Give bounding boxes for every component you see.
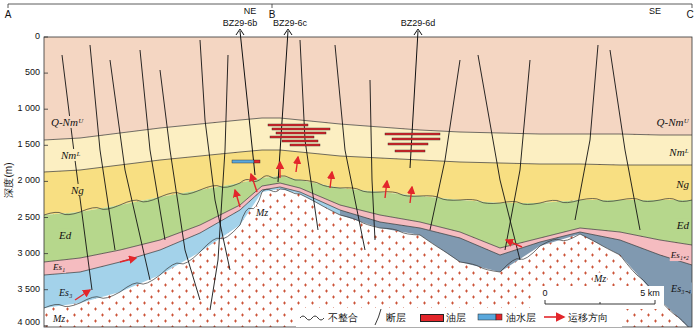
formation-label: Mz <box>255 207 269 218</box>
migration-arrow <box>235 190 240 207</box>
q-nm-layer <box>44 37 692 140</box>
section-end: A <box>5 9 12 20</box>
well-name: BZ29-6d <box>401 19 436 29</box>
layer-boundary <box>44 176 692 215</box>
formation-label: Q-Nmᵁ <box>50 116 84 128</box>
fault-line <box>62 55 92 290</box>
direction-label: SE <box>649 7 661 17</box>
depth-tick: 2 000 <box>17 176 40 186</box>
layer-boundary <box>44 189 692 327</box>
legend-text: 不整合 <box>328 312 358 323</box>
formation-label: Es₁₊₂ <box>670 251 690 261</box>
migration-arrow <box>410 187 412 203</box>
oil-layer <box>388 143 428 145</box>
layer-boundary <box>44 183 692 262</box>
formation-label: Ed <box>676 219 690 231</box>
axis-tick <box>44 181 48 182</box>
legend-text: 油层 <box>446 312 466 323</box>
depth-tick: 3 500 <box>17 285 40 295</box>
es3-layer <box>44 187 340 308</box>
fault-line <box>610 50 640 230</box>
axis-tick <box>44 325 48 326</box>
direction-label: NE <box>244 7 257 17</box>
axis-tick <box>44 289 48 290</box>
fault-line <box>300 40 318 230</box>
fault-line <box>430 60 460 230</box>
fault-line <box>370 80 375 240</box>
oil-layer <box>395 150 425 152</box>
legend-swatch <box>420 314 444 322</box>
formation-label: Es₃ <box>58 287 73 298</box>
legend-text: 油水层 <box>506 312 536 323</box>
fault-line <box>335 45 365 250</box>
scale-number: 5 km <box>640 289 660 299</box>
legend-text: 断层 <box>386 312 406 323</box>
formation-label: Es₃₋₄ <box>670 283 692 294</box>
migration-arrow <box>506 240 522 247</box>
fault-line <box>478 55 520 260</box>
oil-layer <box>268 124 308 126</box>
oil-layer <box>392 138 440 140</box>
migration-arrow <box>385 181 387 198</box>
formation-label: Q-Nmᵁ <box>656 116 690 128</box>
oil-layer <box>282 140 318 142</box>
depth-tick: 1 500 <box>17 140 40 150</box>
layer-boundary <box>44 187 692 275</box>
fault-line <box>160 70 200 300</box>
migration-arrow <box>296 157 298 172</box>
formation-label: Nmᴸ <box>60 149 82 161</box>
oil-layer <box>276 132 326 134</box>
formation-label: Ng <box>70 184 85 196</box>
legend-text: 运移方向 <box>568 312 608 323</box>
migration-arrow <box>120 258 136 262</box>
oil-water-layer <box>254 160 260 163</box>
formation-label: Ed <box>58 229 72 241</box>
migration-arrow <box>251 174 257 192</box>
section-end: B <box>269 9 276 20</box>
oil-layer <box>385 133 440 135</box>
depth-tick: 1 000 <box>17 104 40 114</box>
fault-line <box>505 60 530 250</box>
formation-label: Mz <box>593 273 607 284</box>
oil-water-layer <box>232 160 254 163</box>
depth-tick: 3 000 <box>17 249 40 259</box>
oil-layer <box>270 136 314 138</box>
scale-number: 0 <box>542 289 547 299</box>
axis-tick <box>44 253 48 254</box>
axis-title: 深度(m) <box>3 163 14 198</box>
well-name: BZ29-6b <box>223 19 258 29</box>
depth-tick: 500 <box>25 68 40 78</box>
section-end: C <box>686 9 693 20</box>
axis-tick <box>44 73 48 74</box>
axis-tick <box>44 37 48 38</box>
migration-arrow <box>279 162 280 178</box>
depth-tick: 2 500 <box>17 213 40 223</box>
layer-boundary <box>44 118 692 140</box>
axis-tick <box>44 217 48 218</box>
mz-basement <box>44 37 692 327</box>
depth-tick: 4 000 <box>17 318 40 328</box>
layer-boundary <box>44 150 692 172</box>
formation-label: Mz <box>52 313 66 324</box>
oil-layer <box>272 128 330 130</box>
formation-label: Nmᴸ <box>668 146 690 158</box>
formation-label: Ng <box>675 178 690 190</box>
migration-arrow <box>330 172 332 188</box>
axis-tick <box>44 145 48 146</box>
fault-line <box>210 55 228 310</box>
well-name: BZ29-6c <box>273 19 307 29</box>
fault-line <box>90 45 115 250</box>
oil-layer <box>290 144 320 146</box>
fault-line <box>575 45 598 220</box>
fault-line <box>200 40 230 270</box>
formation-label: Es₁ <box>52 263 66 273</box>
migration-arrow <box>75 290 90 300</box>
depth-tick: 0 <box>35 32 40 42</box>
axis-tick <box>44 109 48 110</box>
